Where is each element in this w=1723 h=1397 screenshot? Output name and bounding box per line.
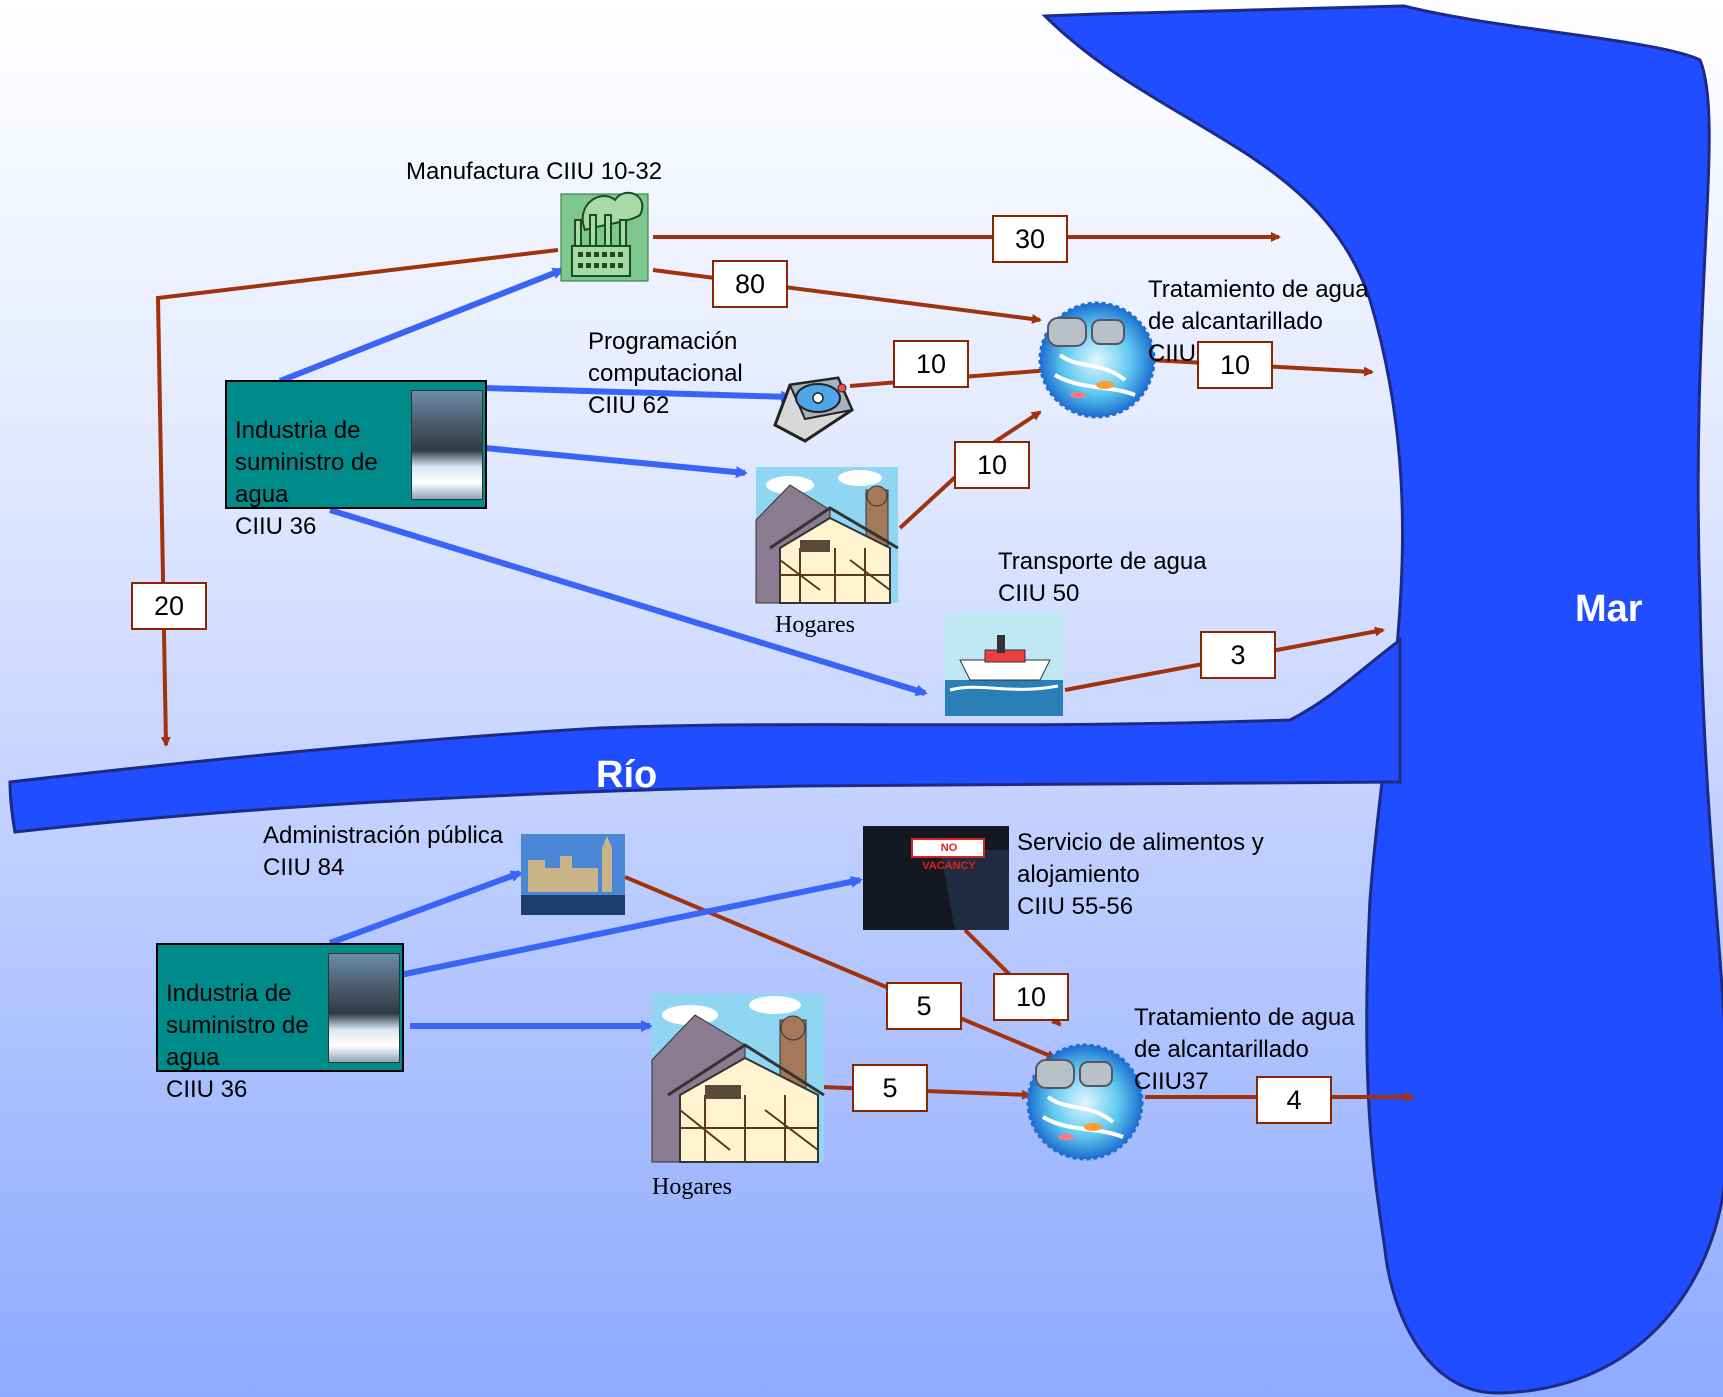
river-label: Río <box>596 754 658 796</box>
parliament-icon <box>521 834 625 915</box>
sewage-treatment-label: Tratamiento de agua de alcantarillado CI… <box>1134 1004 1355 1095</box>
factory-icon <box>560 191 649 282</box>
value-box: 3 <box>1200 631 1276 679</box>
manufacturing-label: Manufactura CIIU 10-32 <box>406 158 663 185</box>
disk-drive-icon <box>773 376 854 443</box>
households-label: Hogares <box>652 1174 732 1200</box>
value-box: 5 <box>852 1064 928 1112</box>
houses-icon <box>651 994 825 1163</box>
value-box: 30 <box>992 215 1068 263</box>
water-supply-label: Industria de suministro de agua CIIU 36 <box>235 417 378 540</box>
value-box: 10 <box>993 973 1069 1021</box>
value-box: 80 <box>712 260 788 308</box>
value-box: 10 <box>893 340 969 388</box>
dam-icon <box>411 390 483 500</box>
vacancy-sign-icon <box>863 826 1009 930</box>
water-supply-label: Industria de suministro de agua CIIU 36 <box>166 980 309 1103</box>
houses-icon <box>755 467 899 604</box>
dam-icon <box>328 953 400 1063</box>
water-supply-box: Industria de suministro de agua CIIU 36 <box>156 943 404 1103</box>
value-box: 4 <box>1256 1076 1332 1124</box>
public-administration-label: Administración pública CIIU 84 <box>263 822 504 881</box>
water-transport-label: Transporte de agua CIIU 50 <box>998 548 1207 607</box>
value-box: 10 <box>954 441 1030 489</box>
sewage-treatment-icon <box>1026 1043 1144 1161</box>
households-label: Hogares <box>775 612 855 638</box>
food-lodging-label: Servicio de alimentos y alojamiento CIIU… <box>1017 829 1264 920</box>
sewage-treatment-label: Tratamiento de agua de alcantarillado CI… <box>1148 276 1369 367</box>
sea-label: Mar <box>1575 588 1643 630</box>
water-supply-box: Industria de suministro de agua CIIU 36 <box>225 380 487 540</box>
ship-icon <box>945 612 1063 716</box>
river-shape <box>8 636 1402 834</box>
value-box: 20 <box>131 582 207 630</box>
value-box: 5 <box>886 982 962 1030</box>
value-box: 10 <box>1197 341 1273 389</box>
sea-shape <box>1041 4 1723 1395</box>
vacancy-sign-text: NO VACANCY <box>922 842 976 872</box>
sewage-treatment-icon <box>1038 301 1156 419</box>
programming-label: Programación computacional CIIU 62 <box>588 328 743 419</box>
